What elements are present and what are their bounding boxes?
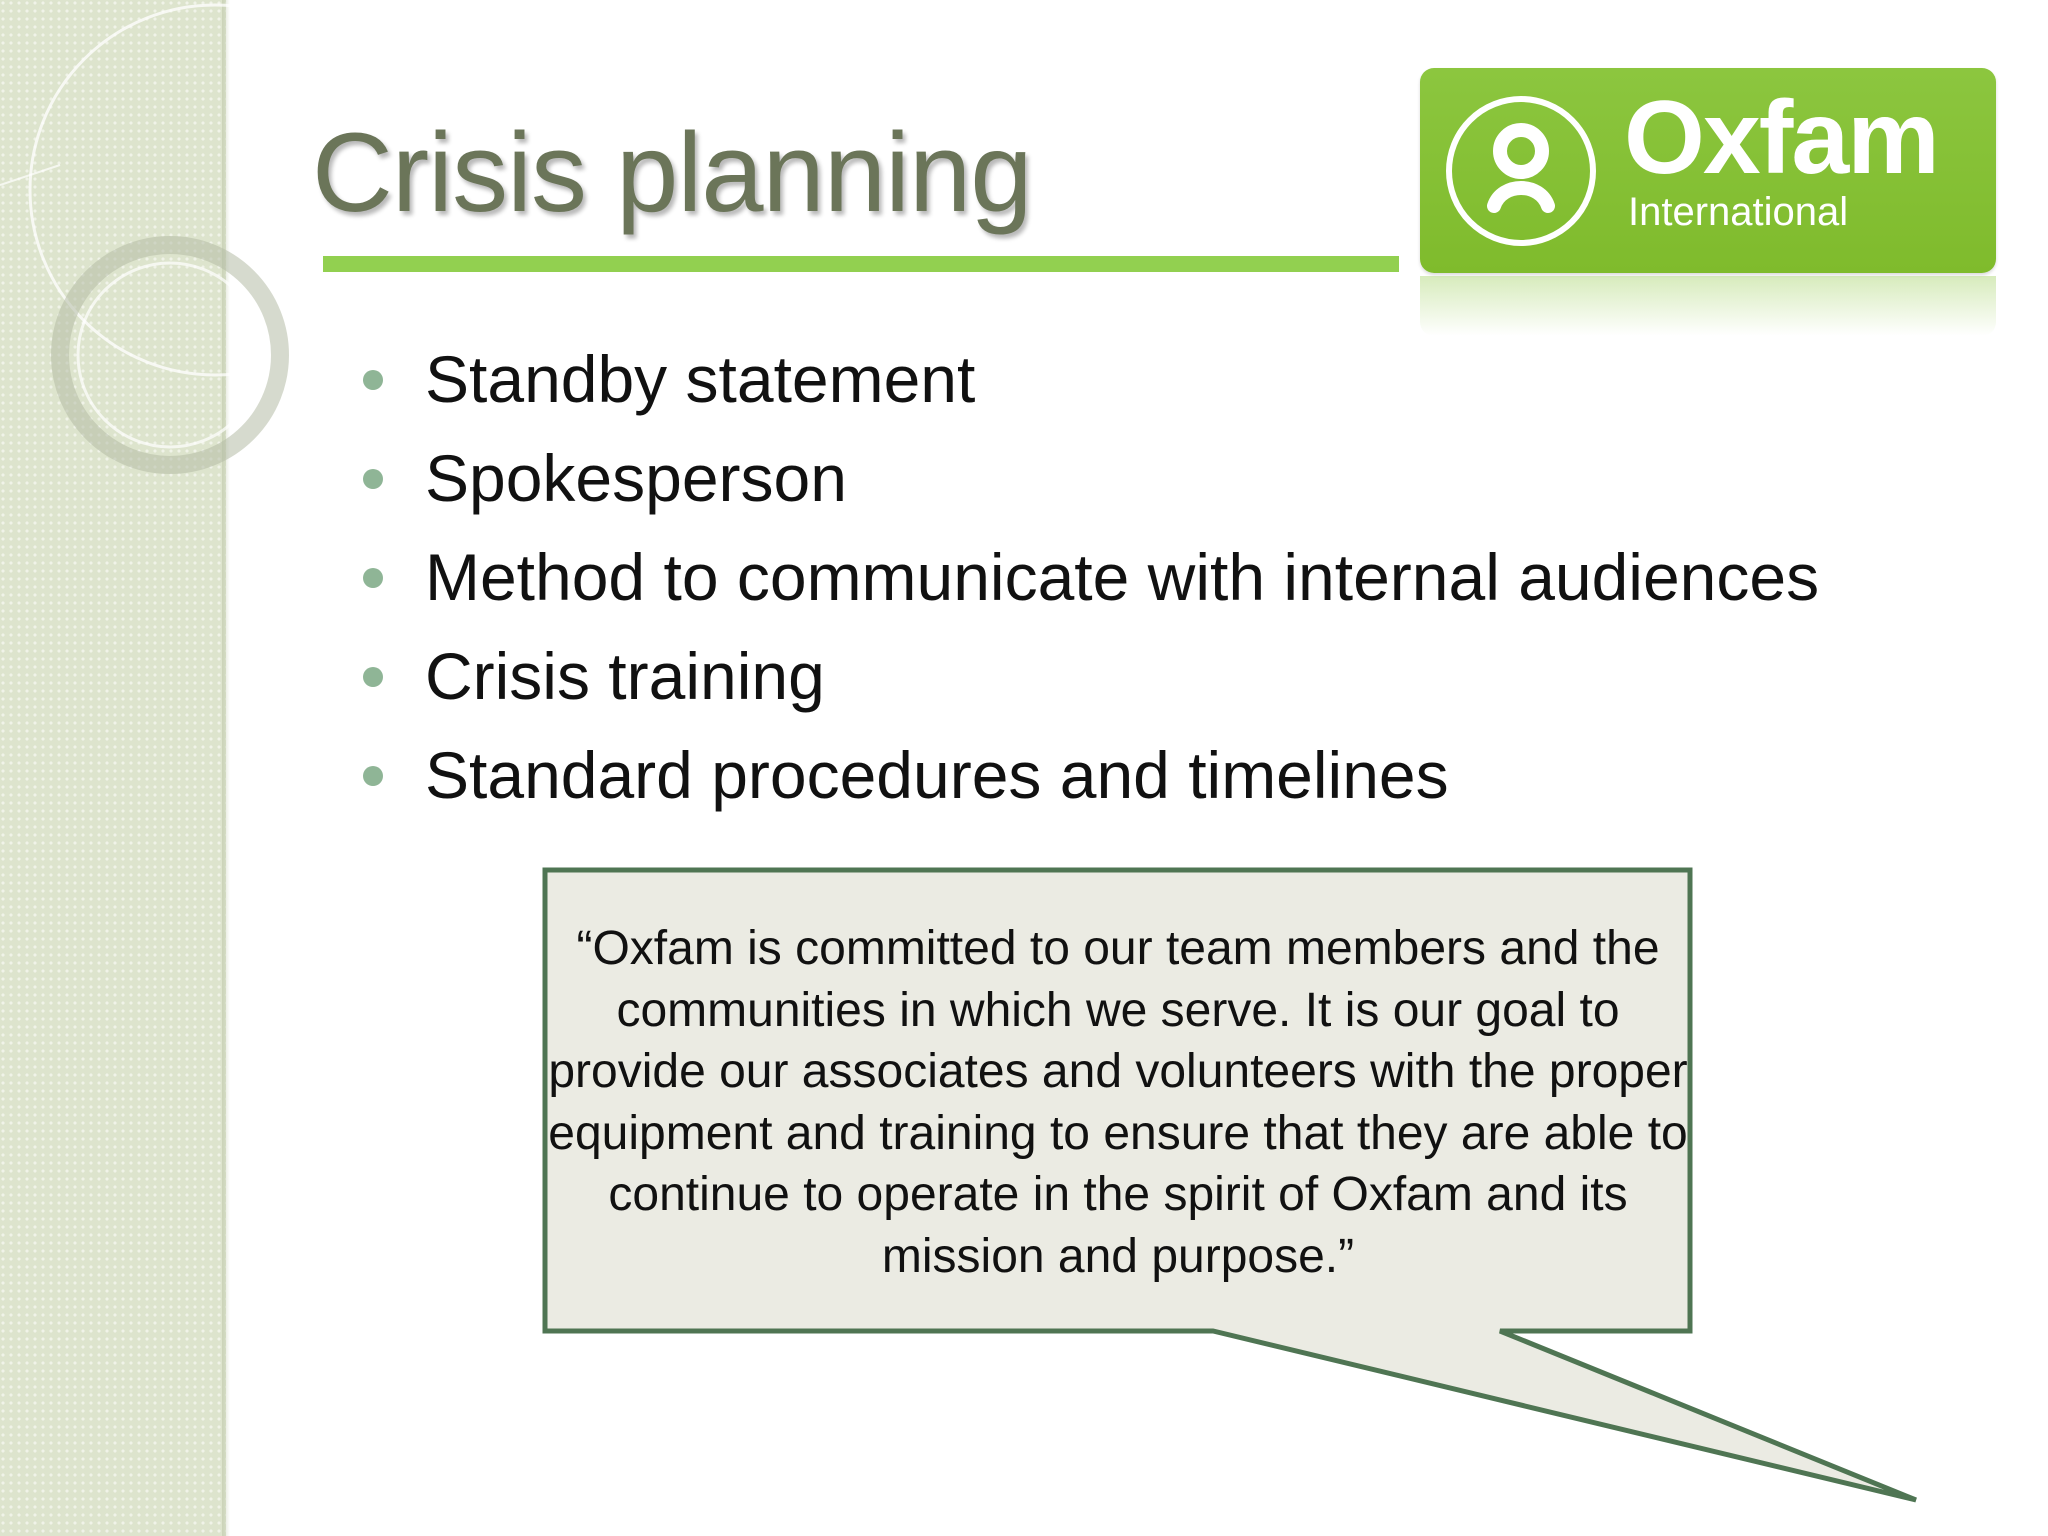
bullet-dot-icon (363, 469, 383, 489)
title-underline (323, 256, 1399, 272)
list-item: Crisis training (360, 627, 1819, 726)
callout-shape (542, 867, 1917, 1503)
bullet-dot-icon (363, 568, 383, 588)
bullet-text: Spokesperson (425, 441, 847, 515)
bullet-text: Method to communicate with internal audi… (425, 540, 1820, 614)
logo-name: Oxfam (1624, 80, 1940, 196)
bullet-text: Crisis training (425, 639, 825, 713)
list-item: Method to communicate with internal audi… (360, 528, 1819, 627)
bullet-dot-icon (363, 766, 383, 786)
logo-reflection (1420, 276, 1996, 336)
list-item: Spokesperson (360, 429, 1819, 528)
deco-line (0, 164, 61, 186)
side-band-edge (222, 0, 230, 1536)
oxfam-figure-icon (1446, 96, 1596, 246)
list-item: Standby statement (360, 330, 1819, 429)
oxfam-logo: Oxfam International (1420, 68, 1996, 273)
bullet-dot-icon (363, 667, 383, 687)
bullet-text: Standby statement (425, 342, 976, 416)
callout-quote: “Oxfam is committed to our team members … (548, 922, 1688, 1283)
slide-title: Crisis planning (312, 110, 1033, 235)
bullet-text: Standard procedures and timelines (425, 738, 1449, 812)
decorative-rings (0, 3, 320, 474)
logo-subtitle: International (1628, 190, 1849, 234)
bullet-list: Standby statement Spokesperson Method to… (360, 330, 1819, 825)
list-item: Standard procedures and timelines (360, 726, 1819, 825)
bullet-dot-icon (363, 370, 383, 390)
large-ring (28, 3, 320, 377)
thick-ring (51, 236, 289, 474)
inner-ring (76, 261, 264, 449)
